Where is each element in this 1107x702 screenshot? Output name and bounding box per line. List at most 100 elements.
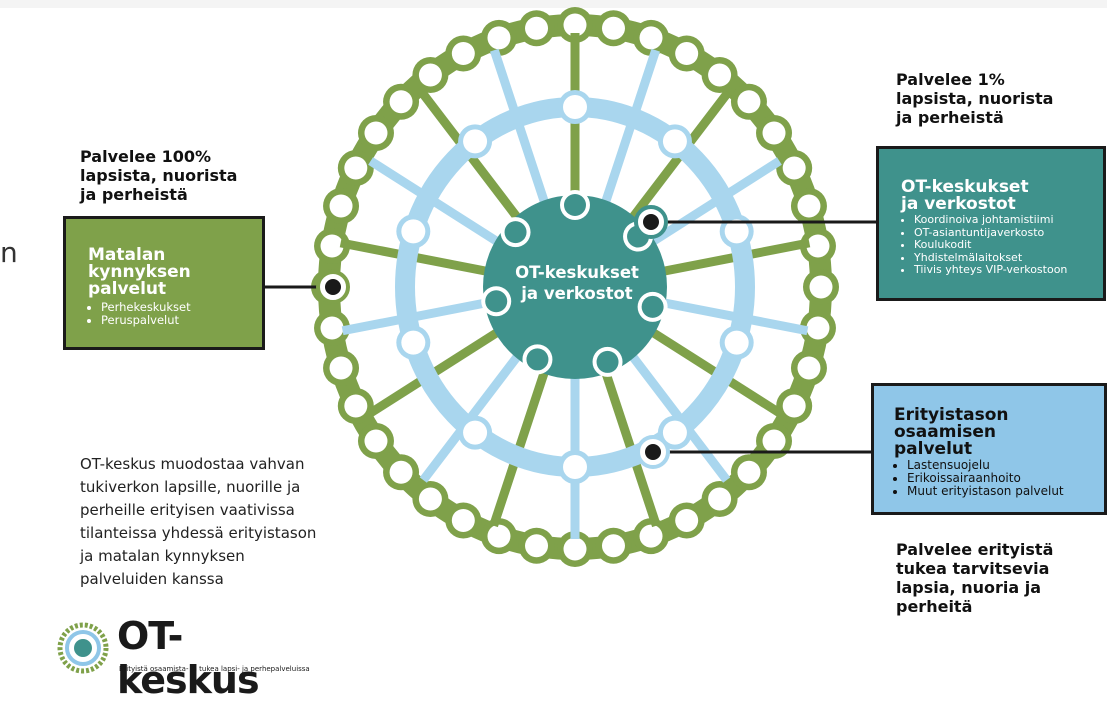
inner-ring-node	[463, 129, 488, 154]
outer-spoke	[489, 360, 552, 528]
list-item: Lastensuojelu	[907, 459, 1104, 472]
ot-centers-list: Koordinoiva johtamistiimi OT-asiantuntij…	[901, 213, 1103, 277]
bottom-caption-line1: Palvelee erityistä	[896, 540, 1054, 559]
inner-spoke	[622, 345, 731, 483]
specialist-title: Erityistason osaamisen palvelut	[894, 407, 1104, 458]
hub-node-core	[596, 350, 619, 373]
outer-spoke	[339, 238, 498, 278]
cropped-text: n	[0, 236, 18, 269]
outer-ring-node	[418, 487, 442, 511]
logo-tagline: Erityistä osaamista- ja tukea lapsi- ja …	[119, 665, 310, 673]
right-caption-line1: Palvelee 1%	[896, 70, 1005, 89]
specialist-services-box: Erityistason osaamisen palvelut Lastensu…	[871, 383, 1107, 515]
outer-ring-node	[601, 16, 625, 40]
right-caption-line3: ja perheistä	[896, 108, 1004, 127]
inner-ring-node	[662, 129, 687, 154]
outer-ring-node	[809, 275, 833, 299]
low-threshold-title: Matalan kynnyksen palvelut	[88, 247, 262, 298]
title-line: OT-keskukset	[901, 177, 1029, 197]
outer-ring-node	[364, 121, 388, 145]
left-caption-line2: lapsista, nuorista	[80, 166, 238, 185]
list-item: Perhekeskukset	[101, 301, 262, 314]
inner-ring-node	[563, 95, 587, 119]
ot-centers-title: OT-keskukset ja verkostot	[901, 179, 1103, 213]
hub-label: OT-keskukset ja verkostot	[492, 262, 662, 304]
title-line: palvelut	[88, 279, 167, 299]
inner-ring-node	[401, 219, 426, 244]
outer-ring-node	[563, 537, 587, 561]
outer-ring-node	[389, 90, 413, 114]
inner-spoke	[652, 296, 809, 336]
outer-ring-node	[487, 524, 511, 548]
outer-ring-node	[451, 42, 475, 66]
outer-ring-node	[806, 234, 830, 258]
outer-ring-node	[708, 487, 732, 511]
left-caption-line3: ja perheistä	[80, 185, 188, 204]
outer-spoke	[641, 323, 784, 418]
connectors	[265, 205, 876, 469]
description-line: tilanteissa yhdessä erityistason	[80, 524, 317, 542]
outer-ring-node	[364, 429, 388, 453]
outer-ring-node	[487, 26, 511, 50]
outer-spoke	[418, 89, 528, 229]
list-item: Peruspalvelut	[101, 314, 262, 327]
title-line: ja verkostot	[901, 194, 1016, 214]
inner-ring-node	[724, 330, 749, 355]
outer-ring-node	[451, 508, 475, 532]
blue-connector-pin-dot	[645, 444, 661, 460]
outer-ring-node	[563, 13, 587, 37]
outer-ring-node	[344, 394, 368, 418]
ot-keskus-logo: OT-keskus Erityistä osaamista- ja tukea …	[57, 614, 317, 702]
inner-spoke	[368, 157, 509, 251]
bottom-caption-line4: perheitä	[896, 597, 973, 616]
inner-ring-node	[401, 330, 426, 355]
low-threshold-services-box: Matalan kynnyksen palvelut Perhekeskukse…	[63, 216, 265, 350]
outer-spoke	[598, 360, 661, 528]
outer-ring-node	[782, 156, 806, 180]
hub-node-core	[504, 221, 527, 244]
outer-ring-node	[797, 194, 821, 218]
hub-node-core	[641, 295, 664, 318]
list-item: OT-asiantuntijaverkosto	[914, 226, 1103, 240]
inner-spoke	[641, 157, 782, 251]
inner-spoke	[490, 48, 552, 214]
hub-node-core	[485, 290, 508, 313]
ot-centers-box: OT-keskukset ja verkostot Koordinoiva jo…	[876, 146, 1106, 301]
hub-circle	[483, 195, 667, 379]
outer-ring-node	[329, 194, 353, 218]
outer-ring-node	[762, 121, 786, 145]
inner-ring-node	[463, 420, 488, 445]
outer-ring-node	[525, 16, 549, 40]
list-item: Tiivis yhteys VIP-verkostoon	[914, 263, 1103, 277]
inner-spoke	[598, 48, 660, 214]
outer-ring-node	[601, 534, 625, 558]
right-caption-line2: lapsista, nuorista	[896, 89, 1054, 108]
top-border	[0, 0, 1107, 8]
hub-node-core	[564, 194, 586, 216]
outer-ring-node	[806, 316, 830, 340]
bottom-caption-line2: tukea tarvitsevia	[896, 559, 1050, 578]
outer-ring-node	[418, 63, 442, 87]
right-caption: Palvelee 1% lapsista, nuorista ja perhei…	[896, 70, 1053, 127]
inner-ring-node	[724, 219, 749, 244]
description-line: ja matalan kynnyksen	[80, 547, 245, 565]
outer-ring-node	[797, 356, 821, 380]
list-item: Yhdistelmälaitokset	[914, 251, 1103, 265]
description-line: perheille erityisen vaativissa	[80, 501, 295, 519]
inner-spoke	[419, 345, 528, 483]
title-line: palvelut	[894, 439, 973, 459]
logo-emblem-icon	[57, 622, 109, 674]
low-threshold-list: Perhekeskukset Peruspalvelut	[88, 301, 262, 327]
spokes	[339, 33, 811, 539]
outer-ring-node	[320, 234, 344, 258]
logo-wordmark: OT-keskus	[117, 614, 260, 702]
left-connector-pin-dot	[325, 279, 341, 295]
outer-ring-node	[525, 534, 549, 558]
bottom-caption: Palvelee erityistä tukea tarvitsevia lap…	[896, 540, 1053, 616]
title-line: Erityistason	[894, 405, 1009, 425]
description-line: tukiverkon lapsille, nuorille ja	[80, 478, 301, 496]
list-item: Koulukodit	[914, 238, 1103, 252]
description-line: OT-keskus muodostaa vahvan	[80, 455, 305, 473]
outer-ring-node	[329, 356, 353, 380]
outer-ring-node	[320, 316, 344, 340]
